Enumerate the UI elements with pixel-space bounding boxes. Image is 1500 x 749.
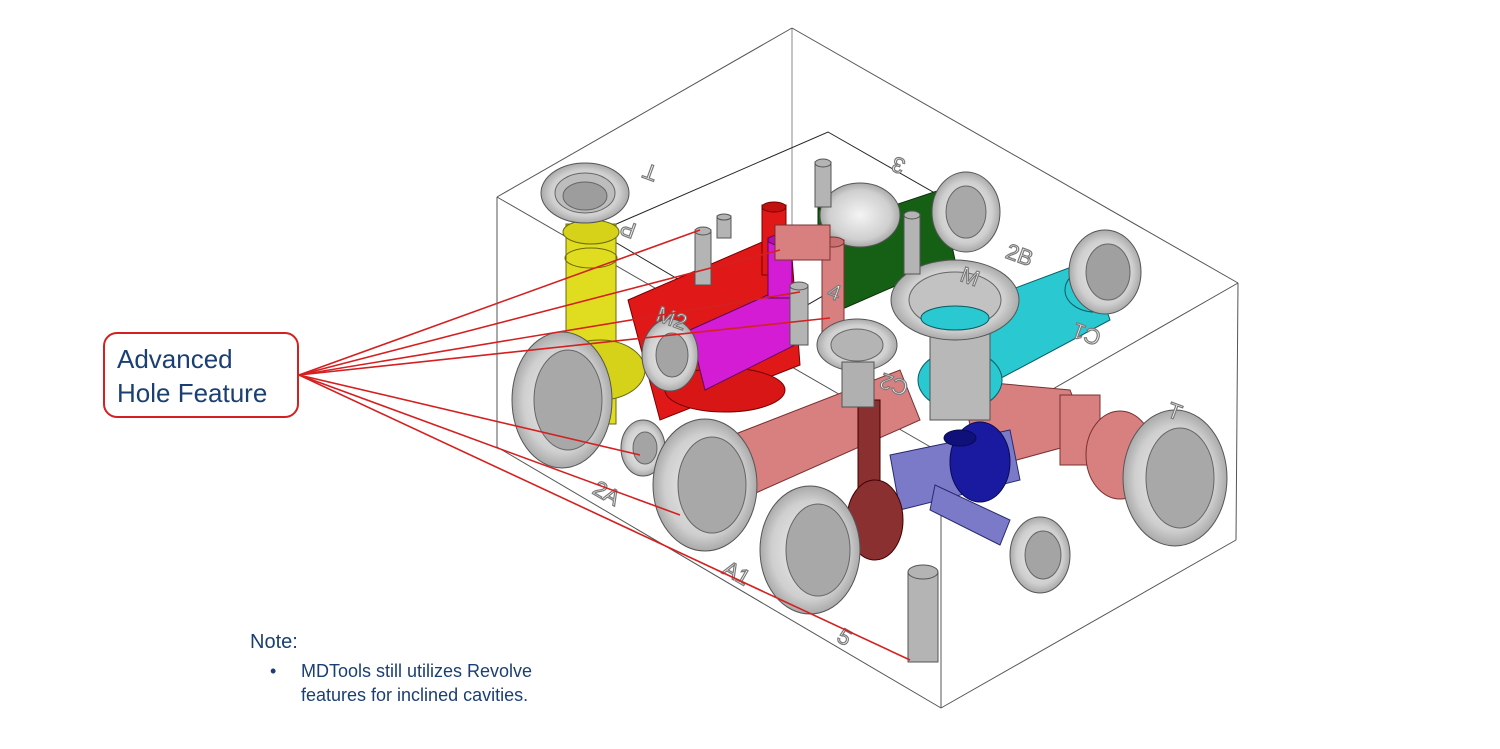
port-3 <box>819 171 1001 253</box>
label-p: P <box>617 215 639 244</box>
port-m <box>890 259 1020 421</box>
note-text: MDTools still utilizes Revolve features … <box>301 661 533 705</box>
note-list: • MDTools still utilizes Revolve feature… <box>270 659 600 707</box>
label-2b: 2B <box>1003 239 1037 272</box>
port-small-lower <box>1009 516 1071 594</box>
maroon-passage <box>846 399 904 561</box>
port-c2 <box>816 318 898 408</box>
note-heading: Note: <box>250 631 298 653</box>
pins <box>694 158 939 663</box>
port-small-front <box>620 419 666 477</box>
port-p <box>540 162 630 224</box>
callout-leader-lines <box>298 229 911 661</box>
callout-line-2: Hole Feature <box>117 378 268 408</box>
port-a1 <box>759 485 861 615</box>
label-3: 3 <box>888 151 908 179</box>
note-bullet: • <box>270 661 277 681</box>
port-t-right <box>1122 409 1228 547</box>
port-2a <box>652 418 758 552</box>
advanced-hole-feature-callout: Advanced Hole Feature <box>103 332 299 418</box>
label-5: 5 <box>833 623 856 651</box>
label-t-top: T <box>640 158 661 186</box>
port-left-large <box>511 331 613 469</box>
port-c1 <box>1068 229 1142 315</box>
navy-passage <box>889 421 1021 546</box>
callout-line-1: Advanced <box>117 344 233 374</box>
